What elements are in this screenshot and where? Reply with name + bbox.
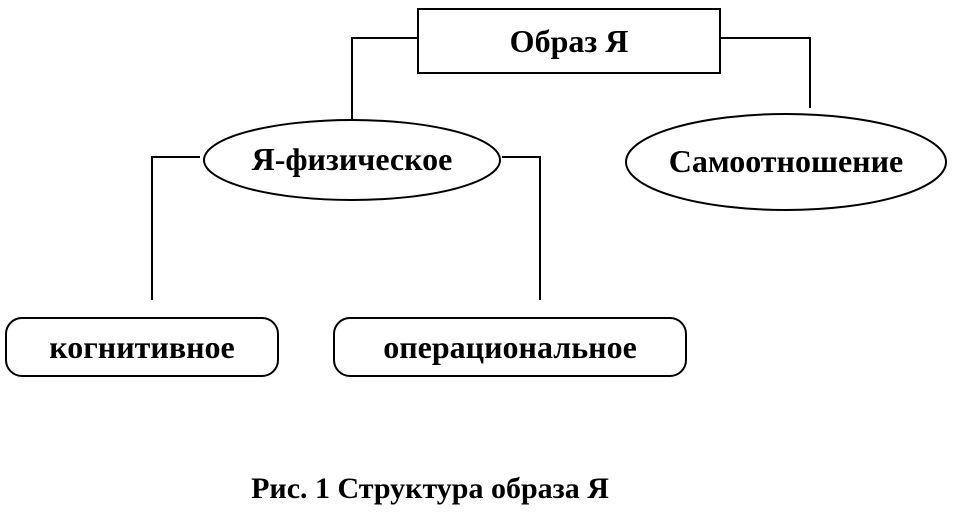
node-cognitive-label: когнитивное: [49, 329, 235, 365]
node-operational-label: операциональное: [383, 329, 637, 365]
connector-root-to-physical: [351, 37, 418, 122]
connector-physical-to-cognitive: [151, 156, 200, 300]
connector-root-to-self-attitude: [720, 37, 811, 108]
node-root: Образ Я: [417, 8, 721, 74]
node-self-attitude-label: Самоотношение: [669, 143, 904, 179]
node-physical-label: Я-физическое: [252, 141, 453, 177]
figure-caption: Рис. 1 Структура образа Я: [251, 472, 609, 505]
node-cognitive: когнитивное: [5, 317, 279, 377]
node-physical: Я-физическое: [203, 119, 501, 201]
node-operational: операциональное: [333, 317, 687, 377]
node-root-label: Образ Я: [510, 23, 629, 59]
connector-physical-to-operational: [502, 156, 541, 300]
node-self-attitude: Самоотношение: [625, 113, 947, 211]
